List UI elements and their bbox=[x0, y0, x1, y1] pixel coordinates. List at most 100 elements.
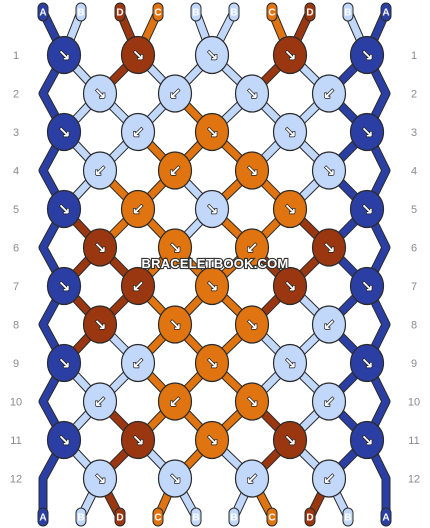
knot bbox=[272, 420, 308, 460]
knot bbox=[311, 305, 347, 344]
knot bbox=[194, 266, 230, 306]
knot-arrow-icon: ↘ bbox=[132, 47, 145, 65]
row-number-right: 2 bbox=[411, 89, 417, 101]
row-number-left: 7 bbox=[13, 281, 19, 293]
row-number-left: 11 bbox=[10, 435, 21, 447]
knot-arrow-icon: ↘ bbox=[169, 316, 182, 334]
knot bbox=[194, 420, 230, 460]
top-string-letter: D bbox=[116, 8, 123, 19]
knot-arrow-icon: ↘ bbox=[206, 47, 219, 65]
bottom-string-letter: C bbox=[268, 513, 275, 524]
knot-arrow-icon: ↙ bbox=[132, 201, 145, 219]
knot-arrow-icon: ↘ bbox=[284, 201, 297, 219]
knot bbox=[349, 112, 385, 152]
knot bbox=[120, 189, 156, 229]
knot bbox=[234, 305, 270, 344]
knot-arrow-icon: ↙ bbox=[132, 278, 145, 296]
knot bbox=[311, 74, 347, 113]
knot-arrow-icon: ↘ bbox=[58, 47, 71, 65]
knot bbox=[234, 74, 270, 113]
top-string-cap bbox=[75, 2, 87, 22]
knot bbox=[311, 228, 347, 267]
bottom-string-letter: B bbox=[192, 513, 199, 524]
bottom-string-cap bbox=[75, 507, 87, 527]
row-number-left: 4 bbox=[13, 166, 19, 178]
bottom-string-cap bbox=[37, 507, 49, 527]
knot-arrow-icon: ↘ bbox=[284, 47, 297, 65]
knot-arrow-icon: ↙ bbox=[169, 85, 182, 103]
knot bbox=[272, 35, 308, 75]
knot bbox=[120, 343, 156, 383]
top-string-cap bbox=[114, 2, 126, 22]
knot-arrow-icon: ↙ bbox=[169, 162, 182, 180]
knot bbox=[46, 343, 82, 383]
knot-arrow-icon: ↘ bbox=[323, 162, 336, 180]
knot-arrow-icon: ↘ bbox=[206, 355, 219, 373]
top-string-cap bbox=[342, 2, 354, 22]
knot-arrow-icon: ↘ bbox=[361, 355, 374, 373]
knot bbox=[46, 189, 82, 229]
top-string-letter: B bbox=[344, 8, 351, 19]
knot-arrow-icon: ↘ bbox=[246, 162, 259, 180]
knot bbox=[234, 459, 270, 498]
row-number-right: 8 bbox=[411, 320, 417, 332]
knot bbox=[311, 382, 347, 421]
bottom-string-cap bbox=[152, 507, 164, 527]
bottom-string-cap bbox=[114, 507, 126, 527]
bottom-string-letter: B bbox=[230, 513, 237, 524]
knot-arrow-icon: ↘ bbox=[284, 124, 297, 142]
knot-arrow-icon: ↙ bbox=[132, 124, 145, 142]
row-number-right: 12 bbox=[408, 474, 420, 486]
knot-arrow-icon: ↙ bbox=[323, 393, 336, 411]
row-number-right: 7 bbox=[411, 281, 417, 293]
knot bbox=[234, 382, 270, 421]
knot-arrow-icon: ↘ bbox=[284, 432, 297, 450]
bottom-string-letter: B bbox=[77, 513, 84, 524]
knot-arrow-icon: ↘ bbox=[58, 355, 71, 373]
knot bbox=[349, 420, 385, 460]
top-string-letter: D bbox=[306, 8, 313, 19]
knot-arrow-icon: ↘ bbox=[58, 124, 71, 142]
knot bbox=[194, 343, 230, 383]
knot-arrow-icon: ↙ bbox=[323, 316, 336, 334]
top-string-cap bbox=[152, 2, 164, 22]
knot bbox=[194, 189, 230, 229]
knot bbox=[311, 151, 347, 190]
bottom-string-letter: A bbox=[382, 513, 389, 524]
row-number-right: 9 bbox=[411, 358, 417, 370]
knot-arrow-icon: ↘ bbox=[361, 432, 374, 450]
knot-arrow-icon: ↘ bbox=[246, 316, 259, 334]
knot bbox=[234, 228, 270, 267]
row-number-right: 5 bbox=[411, 204, 417, 216]
top-string-letter: B bbox=[230, 8, 237, 19]
row-number-left: 1 bbox=[13, 50, 19, 62]
top-string-letter: A bbox=[39, 8, 46, 19]
bottom-string-cap bbox=[190, 507, 202, 527]
knot-arrow-icon: ↘ bbox=[246, 85, 259, 103]
knot bbox=[120, 35, 156, 75]
row-number-right: 6 bbox=[411, 243, 417, 255]
knot-arrow-icon: ↘ bbox=[361, 278, 374, 296]
bottom-string-cap bbox=[380, 507, 392, 527]
top-string-letter: B bbox=[192, 8, 199, 19]
knot bbox=[272, 343, 308, 383]
row-number-right: 1 bbox=[411, 50, 417, 62]
knot bbox=[82, 228, 118, 267]
knot bbox=[311, 459, 347, 498]
knot-arrow-icon: ↘ bbox=[246, 393, 259, 411]
row-number-left: 6 bbox=[13, 243, 19, 255]
knot-arrow-icon: ↘ bbox=[169, 239, 182, 257]
knot bbox=[234, 151, 270, 190]
knot bbox=[46, 420, 82, 460]
knot bbox=[194, 35, 230, 75]
site-watermark: BRACELETBOOK.COM bbox=[142, 256, 289, 271]
knot bbox=[157, 74, 193, 113]
bottom-string-cap bbox=[228, 507, 240, 527]
knot-arrow-icon: ↙ bbox=[169, 393, 182, 411]
knot bbox=[82, 151, 118, 190]
row-number-right: 3 bbox=[411, 127, 417, 139]
knot-arrow-icon: ↘ bbox=[58, 278, 71, 296]
knot-arrow-icon: ↙ bbox=[132, 355, 145, 373]
knot bbox=[82, 382, 118, 421]
